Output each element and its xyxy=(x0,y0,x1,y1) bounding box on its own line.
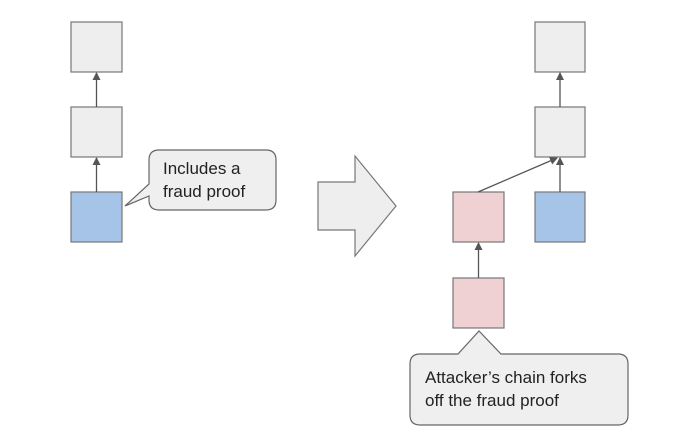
right-callout-bubble xyxy=(409,330,629,426)
left-block-middle xyxy=(70,106,123,158)
right-block-top xyxy=(534,21,586,73)
left-block-fraud-proof xyxy=(70,191,123,243)
left-callout-line-1: Includes a xyxy=(163,159,241,178)
left-block-top xyxy=(70,21,123,73)
right-block-fraud-proof xyxy=(534,191,586,243)
right-chain xyxy=(409,21,629,426)
attacker-block-upper xyxy=(452,191,505,243)
left-callout-bubble xyxy=(124,149,277,211)
left-chain xyxy=(70,21,277,243)
right-block-middle xyxy=(534,106,586,158)
transition-arrow xyxy=(317,154,397,258)
right-callout-line-1: Attacker’s chain forks xyxy=(425,368,587,387)
right-callout-line-2: off the fraud proof xyxy=(425,391,559,410)
attacker-block-lower xyxy=(452,277,505,329)
left-callout-text: Includes a fraud proof xyxy=(163,157,245,203)
right-callout-text: Attacker’s chain forks off the fraud pro… xyxy=(425,366,587,412)
left-callout-line-2: fraud proof xyxy=(163,182,246,201)
attacker-fork-arrow xyxy=(477,157,558,193)
